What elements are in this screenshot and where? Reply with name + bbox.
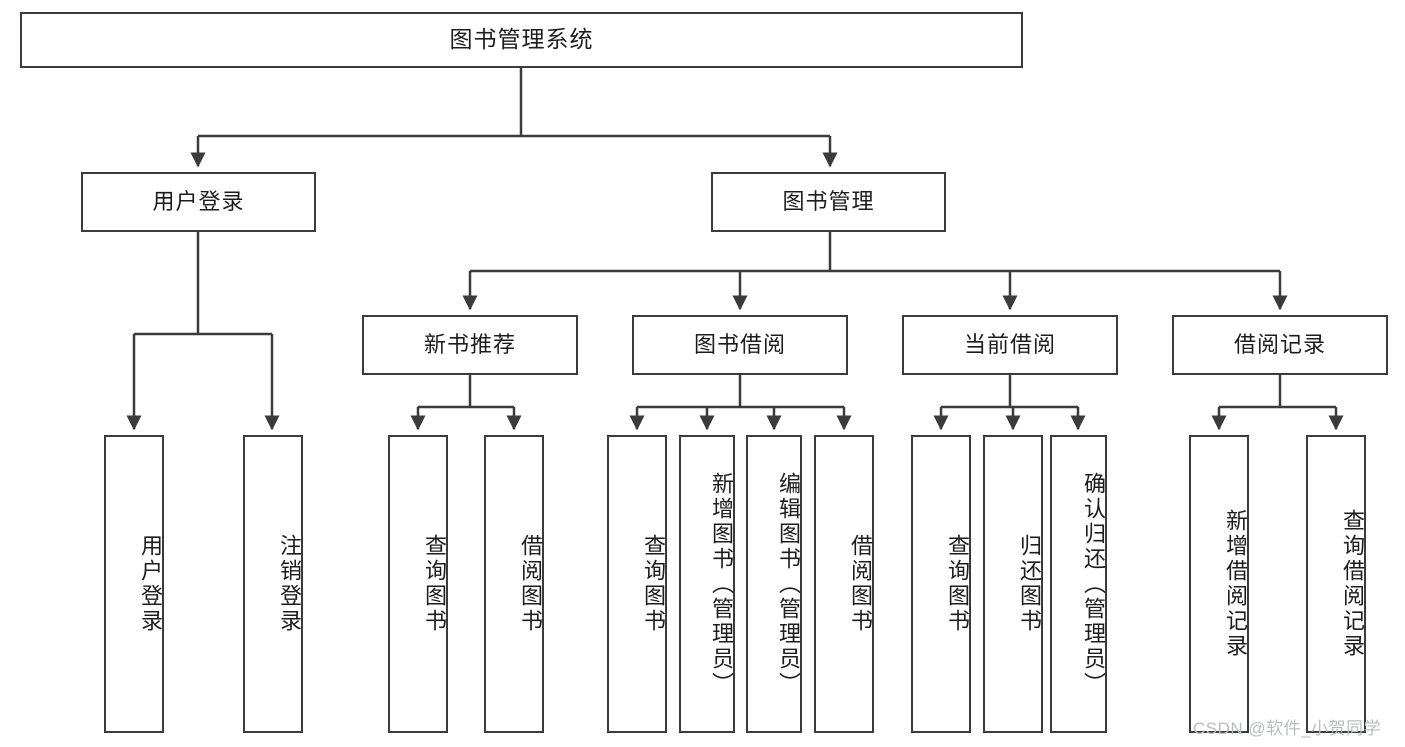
- node-user-login[interactable]: 用户登录: [81, 172, 316, 232]
- node-leaf-add-book-admin-label: 新增图书（管理员）: [709, 471, 734, 697]
- node-leaf-borrow-book-1-label: 借阅图书: [518, 534, 543, 634]
- node-leaf-query-book-3-label: 查询图书: [945, 534, 970, 634]
- watermark: CSDN @软件_小贺同学: [1193, 719, 1382, 738]
- node-leaf-edit-book-admin-label: 编辑图书（管理员）: [776, 471, 801, 697]
- node-leaf-query-book-1-label: 查询图书: [422, 534, 447, 634]
- node-leaf-user-login-label: 用户登录: [138, 534, 163, 634]
- node-leaf-return-book-label: 归还图书: [1017, 534, 1042, 634]
- node-current-borrow[interactable]: 当前借阅: [902, 315, 1118, 375]
- node-borrow-record[interactable]: 借阅记录: [1172, 315, 1388, 375]
- node-borrow-record-label: 借阅记录: [1233, 331, 1326, 357]
- node-leaf-query-borrow-record[interactable]: 查询借阅记录: [1306, 435, 1366, 733]
- node-root[interactable]: 图书管理系统: [20, 12, 1023, 68]
- node-leaf-borrow-book-2-label: 借阅图书: [848, 534, 873, 634]
- node-leaf-add-book-admin[interactable]: 新增图书（管理员）: [679, 435, 735, 733]
- node-book-manage[interactable]: 图书管理: [711, 172, 946, 232]
- node-leaf-query-book-2[interactable]: 查询图书: [607, 435, 667, 733]
- node-leaf-query-book-1[interactable]: 查询图书: [388, 435, 448, 733]
- node-leaf-confirm-return-admin[interactable]: 确认归还（管理员）: [1050, 435, 1107, 733]
- node-leaf-borrow-book-1[interactable]: 借阅图书: [484, 435, 544, 733]
- node-new-book-recommend-label: 新书推荐: [423, 331, 516, 357]
- node-leaf-user-logout-label: 注销登录: [277, 534, 302, 634]
- node-book-manage-label: 图书管理: [782, 188, 875, 214]
- node-leaf-borrow-book-2[interactable]: 借阅图书: [814, 435, 874, 733]
- node-leaf-add-borrow-record[interactable]: 新增借阅记录: [1189, 435, 1249, 733]
- node-leaf-edit-book-admin[interactable]: 编辑图书（管理员）: [746, 435, 802, 733]
- node-leaf-return-book[interactable]: 归还图书: [983, 435, 1043, 733]
- node-current-borrow-label: 当前借阅: [963, 331, 1056, 357]
- node-leaf-user-login[interactable]: 用户登录: [104, 435, 164, 733]
- node-leaf-add-borrow-record-label: 新增借阅记录: [1223, 509, 1248, 659]
- node-root-label: 图书管理系统: [449, 26, 594, 53]
- node-leaf-user-logout[interactable]: 注销登录: [243, 435, 303, 733]
- node-book-borrow[interactable]: 图书借阅: [632, 315, 848, 375]
- node-book-borrow-label: 图书借阅: [693, 331, 786, 357]
- node-leaf-query-book-3[interactable]: 查询图书: [911, 435, 971, 733]
- node-new-book-recommend[interactable]: 新书推荐: [362, 315, 578, 375]
- node-leaf-query-borrow-record-label: 查询借阅记录: [1340, 509, 1365, 659]
- node-user-login-label: 用户登录: [152, 188, 245, 214]
- node-leaf-query-book-2-label: 查询图书: [641, 534, 666, 634]
- node-leaf-confirm-return-admin-label: 确认归还（管理员）: [1081, 471, 1106, 697]
